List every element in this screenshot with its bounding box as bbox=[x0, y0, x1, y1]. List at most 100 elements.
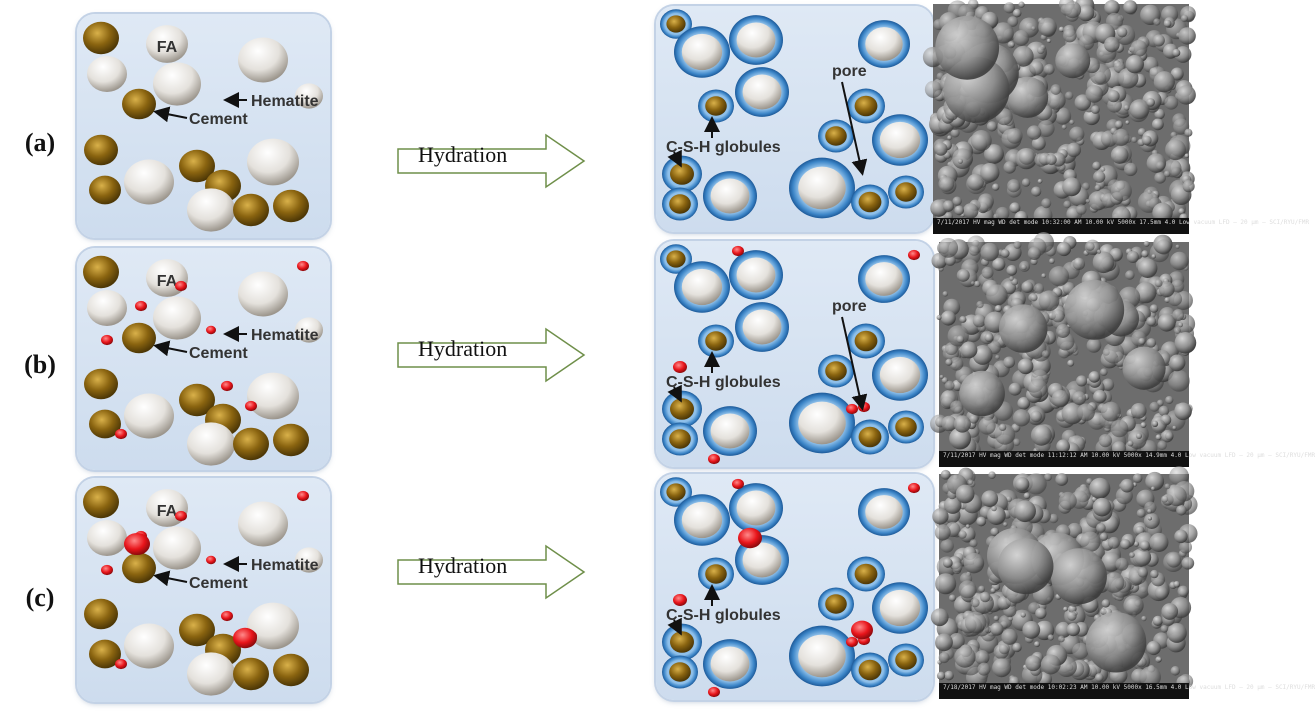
sem-grain bbox=[1092, 161, 1101, 171]
hematite-particle bbox=[115, 428, 127, 440]
cement-pointer bbox=[153, 340, 188, 357]
cement-particle bbox=[83, 485, 119, 519]
sem-grain bbox=[1184, 128, 1193, 137]
sem-grain bbox=[1169, 466, 1189, 486]
fly-ash-particle bbox=[153, 526, 201, 570]
sem-grain bbox=[995, 354, 1000, 360]
fly-ash-particle bbox=[798, 634, 846, 678]
sem-grain bbox=[1030, 424, 1052, 446]
sem-grain bbox=[986, 121, 998, 132]
sem-grain bbox=[952, 561, 963, 573]
sem-grain bbox=[1152, 34, 1165, 47]
sem-grain bbox=[1139, 666, 1161, 688]
sem-grain bbox=[1160, 495, 1169, 503]
sem-grain bbox=[952, 196, 962, 206]
sem-grain bbox=[1075, 204, 1087, 215]
sem-grain bbox=[934, 524, 951, 541]
sem-sphere bbox=[1055, 43, 1091, 79]
sem-grain bbox=[1045, 154, 1057, 166]
sem-grain bbox=[1025, 655, 1042, 672]
fly-ash-particle bbox=[879, 121, 921, 159]
sem-grain bbox=[1066, 622, 1080, 637]
sem-sphere bbox=[1122, 346, 1166, 390]
sem-grain bbox=[1140, 422, 1147, 429]
sem-grain bbox=[1104, 0, 1120, 16]
sem-grain bbox=[1166, 485, 1187, 507]
hematite-particle bbox=[233, 627, 257, 649]
hematite-particle bbox=[732, 478, 744, 490]
sem-grain bbox=[1063, 606, 1068, 612]
sem-grain bbox=[1076, 375, 1088, 387]
sem-grain bbox=[980, 162, 1000, 183]
sem-grain bbox=[1020, 264, 1027, 271]
sem-grain bbox=[1177, 585, 1189, 597]
fly-ash-particle bbox=[238, 37, 288, 83]
sem-grain bbox=[1136, 433, 1143, 440]
sem-grain bbox=[1178, 27, 1196, 45]
sem-grain bbox=[1157, 657, 1162, 662]
cement-particle bbox=[89, 175, 121, 205]
fly-ash-particle bbox=[295, 547, 323, 573]
cement-particle bbox=[83, 255, 119, 289]
sem-grain bbox=[1057, 635, 1065, 643]
fly-ash-particle bbox=[865, 262, 903, 296]
sem-grain bbox=[1069, 126, 1085, 142]
sem-grain bbox=[972, 345, 993, 365]
sem-grain bbox=[1164, 483, 1171, 490]
sem-grain bbox=[938, 176, 955, 192]
sem-grain bbox=[958, 530, 967, 539]
sem-grain bbox=[1125, 270, 1135, 280]
csh-pointer bbox=[667, 384, 682, 403]
sem-grain bbox=[930, 199, 948, 217]
fly-ash-particle bbox=[187, 188, 235, 232]
hematite-particle bbox=[708, 453, 720, 465]
sem-grain bbox=[1012, 642, 1022, 653]
sem-grain bbox=[1028, 378, 1048, 399]
sem-grain bbox=[1038, 17, 1057, 37]
sem-grain bbox=[1043, 64, 1055, 75]
sem-grain bbox=[1120, 539, 1131, 550]
fly-ash-particle bbox=[247, 372, 299, 420]
sem-image-b: 7/11/2017 HV mag WD det mode 11:12:12 AM… bbox=[930, 232, 1315, 467]
sem-grain bbox=[969, 539, 978, 548]
cement-particle bbox=[705, 564, 727, 584]
sem-grain bbox=[1150, 486, 1156, 491]
sem-grain bbox=[1168, 354, 1186, 372]
sem-grain bbox=[1008, 616, 1013, 622]
sem-grain bbox=[1033, 283, 1045, 294]
sem-grain bbox=[938, 237, 959, 258]
fly-ash-particle bbox=[124, 393, 174, 439]
sem-grain bbox=[1072, 257, 1086, 270]
sem-grain bbox=[1031, 26, 1036, 31]
sem-grain bbox=[1166, 622, 1187, 643]
sem-image-a: 7/11/2017 HV mag WD det mode 10:32:00 AM… bbox=[922, 0, 1309, 234]
pore-pointer bbox=[841, 81, 868, 176]
sem-grain bbox=[1093, 170, 1106, 183]
hematite-label: Hematite bbox=[251, 327, 319, 344]
sem-grain bbox=[1077, 4, 1095, 22]
fly-ash-particle bbox=[710, 646, 750, 682]
sem-grain bbox=[942, 291, 949, 297]
fly-ash-particle bbox=[681, 268, 723, 306]
sem-grain bbox=[1147, 516, 1152, 521]
sem-grain bbox=[1130, 39, 1148, 57]
hematite-label: Hematite bbox=[251, 557, 319, 574]
sem-grain bbox=[931, 252, 948, 269]
sem-grain bbox=[1170, 67, 1184, 81]
sem-grain bbox=[1170, 251, 1189, 271]
sem-grain bbox=[1158, 405, 1170, 417]
cement-particle bbox=[705, 331, 727, 351]
sem-grain bbox=[1126, 250, 1139, 263]
sem-grain bbox=[1085, 242, 1095, 251]
sem-grain bbox=[1174, 529, 1188, 544]
cement-particle bbox=[273, 189, 309, 223]
sem-grain bbox=[1176, 505, 1187, 516]
sem-grain bbox=[1020, 612, 1026, 618]
hematite-particle bbox=[851, 620, 873, 640]
sem-grain bbox=[969, 414, 979, 424]
hydration-arrow-a: Hydration bbox=[396, 133, 586, 189]
sem-grain bbox=[1137, 567, 1148, 578]
sem-grain bbox=[1012, 409, 1031, 427]
hydration-arrow-c: Hydration bbox=[396, 544, 586, 600]
